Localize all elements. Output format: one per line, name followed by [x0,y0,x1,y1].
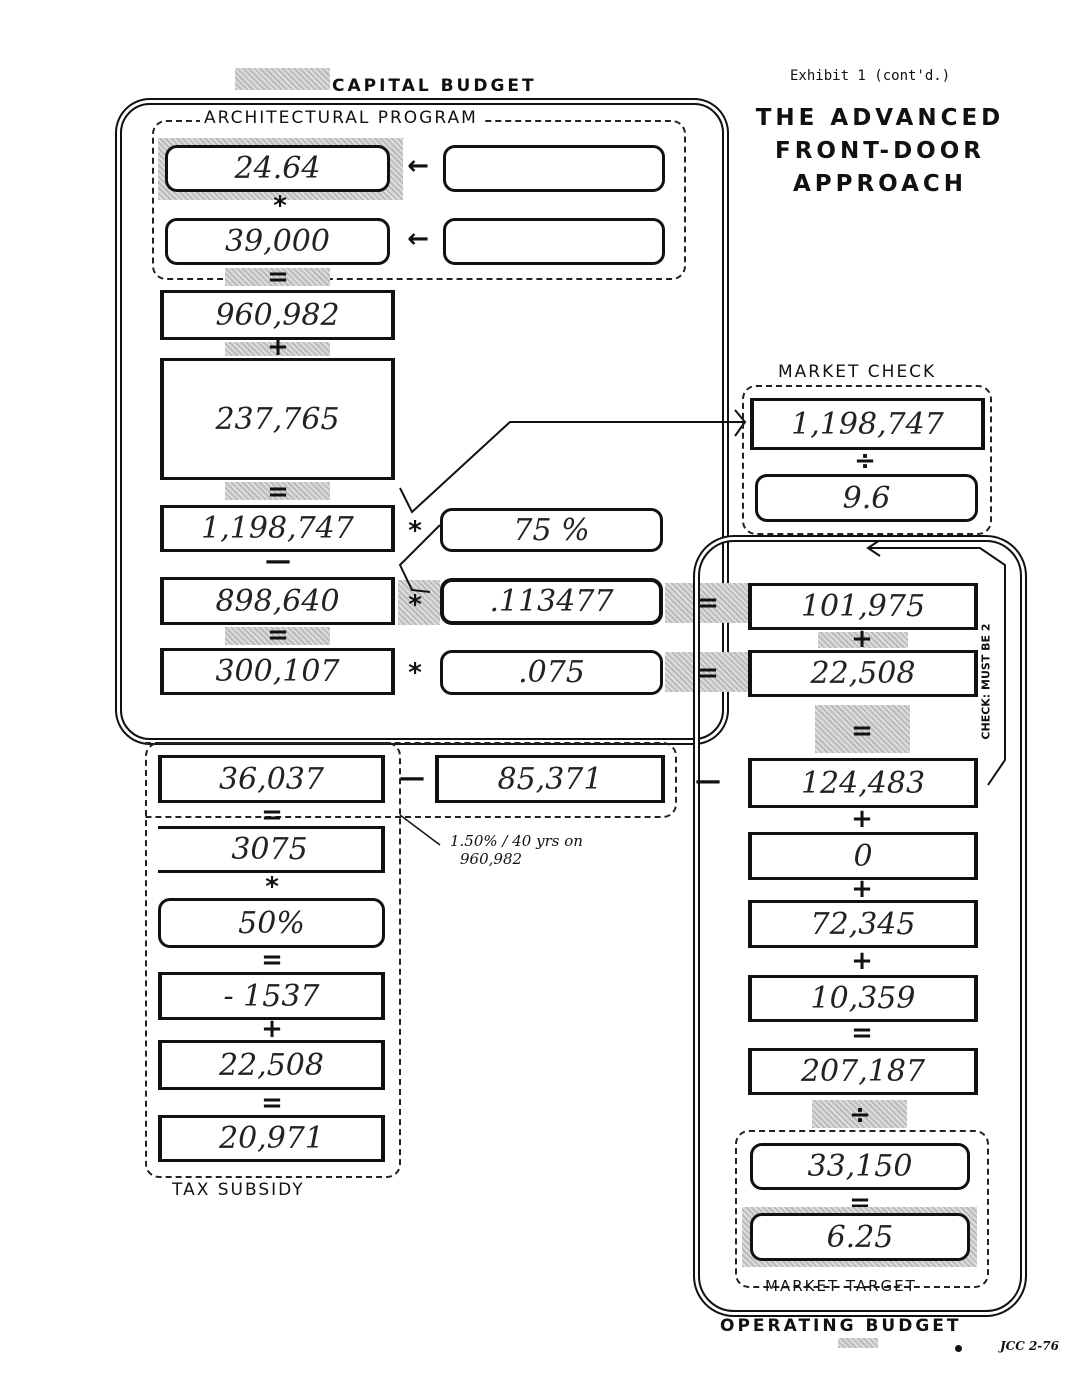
value-box: 300,107 [160,648,395,695]
plus-operator: + [267,332,289,362]
annotation: 1.50% / 40 yrs on 960,982 [450,832,583,868]
value-box: 207,187 [748,1048,978,1095]
shading [225,268,330,286]
shading [818,632,908,648]
times-operator: * [408,516,422,546]
shading [235,68,330,90]
value-box: 237,765 [160,358,395,480]
value-box: 3075 [158,826,385,873]
shading [225,342,330,356]
value-box: 24.64 [165,145,390,192]
connector [398,524,441,593]
equals-operator: = [697,658,719,688]
check-note: CHECK: MUST BE 2 [976,600,996,770]
empty-box [443,218,665,265]
initials: JCC 2-76 [1000,1339,1059,1353]
page-title: THE ADVANCED FRONT-DOOR APPROACH [725,102,1035,201]
market-target-label: MARKET TARGET [765,1277,917,1295]
title-line: THE ADVANCED [755,105,1005,131]
title-line: APPROACH [792,171,968,197]
equals-operator: = [851,1018,873,1048]
rate-box: .075 [440,650,663,695]
tax-subsidy-label: TAX SUBSIDY [172,1180,305,1200]
value-box: 20,971 [158,1115,385,1162]
capital-budget-label: CAPITAL BUDGET [332,76,537,96]
plus-operator: + [261,1014,283,1044]
annotation-line: 960,982 [460,850,523,868]
arrowhead-icon [866,539,881,557]
value-box: 72,345 [748,900,978,948]
divide-operator: ÷ [854,446,876,476]
value-box: 9.6 [755,474,978,522]
arrowhead-icon [734,409,747,437]
architectural-program-label: ARCHITECTURAL PROGRAM [200,108,482,128]
plus-operator: + [851,804,873,834]
shading [815,705,910,753]
shading [812,1100,907,1128]
arrow-to-market-check [399,421,745,514]
value-box: 33,150 [750,1143,970,1190]
value-box: 1,198,747 [750,398,985,450]
empty-box [443,145,665,192]
divide-operator: ÷ [849,1100,871,1130]
value-box: 960,982 [160,290,395,340]
minus-operator: — [399,763,425,793]
annotation-line: 1.50% / 40 yrs on [450,832,583,850]
times-operator: * [273,191,287,221]
value-box: - 1537 [158,972,385,1020]
equals-operator: = [267,620,289,650]
dot [955,1345,962,1352]
equals-operator: = [851,716,873,746]
operating-budget-group [698,540,1022,1312]
value-box: 6.25 [750,1213,970,1261]
arrow-left-icon: ← [407,224,429,254]
rate-box: .113477 [440,578,663,625]
value-box: 0 [748,832,978,880]
subtraction-group [145,742,677,818]
shading [665,652,750,692]
rate-box: 75 % [440,508,663,552]
equals-operator: = [261,945,283,975]
value-box: 22,508 [748,650,978,697]
value-box: 10,359 [748,975,978,1022]
times-operator: * [408,590,422,620]
plus-operator: + [851,874,873,904]
plus-operator: + [851,946,873,976]
shading [398,580,440,625]
title-line: FRONT-DOOR [775,138,985,164]
value-box: 898,640 [160,577,395,625]
equals-operator: = [267,262,289,292]
check-note-text: CHECK: MUST BE 2 [979,623,993,740]
value-box: 22,508 [158,1040,385,1090]
exhibit-label: Exhibit 1 (cont'd.) [790,68,951,84]
value-box: 50% [158,898,385,948]
shading [665,583,750,623]
value-box: 124,483 [748,758,978,808]
plus-operator: + [851,624,873,654]
market-check-label: MARKET CHECK [778,362,937,382]
value-box: 36,037 [158,755,385,803]
market-target-group [735,1130,989,1288]
times-operator: * [265,872,279,902]
times-operator: * [408,658,422,688]
minus-operator: — [265,546,291,576]
equals-operator: = [697,588,719,618]
value-box: 101,975 [748,583,978,630]
equals-operator: = [267,477,289,507]
arrow-left-icon: ← [407,151,429,181]
equals-operator: = [261,800,283,830]
shading [225,627,330,645]
value-box: 39,000 [165,218,390,265]
market-check-group [742,385,992,535]
equals-operator: — [695,766,721,796]
note-arrow [399,814,441,846]
value-box: 1,198,747 [160,505,395,552]
equals-operator: = [261,1088,283,1118]
shading [225,482,330,500]
value-box: 85,371 [435,755,665,803]
shading [838,1338,878,1348]
operating-budget-label: OPERATING BUDGET [720,1316,962,1336]
